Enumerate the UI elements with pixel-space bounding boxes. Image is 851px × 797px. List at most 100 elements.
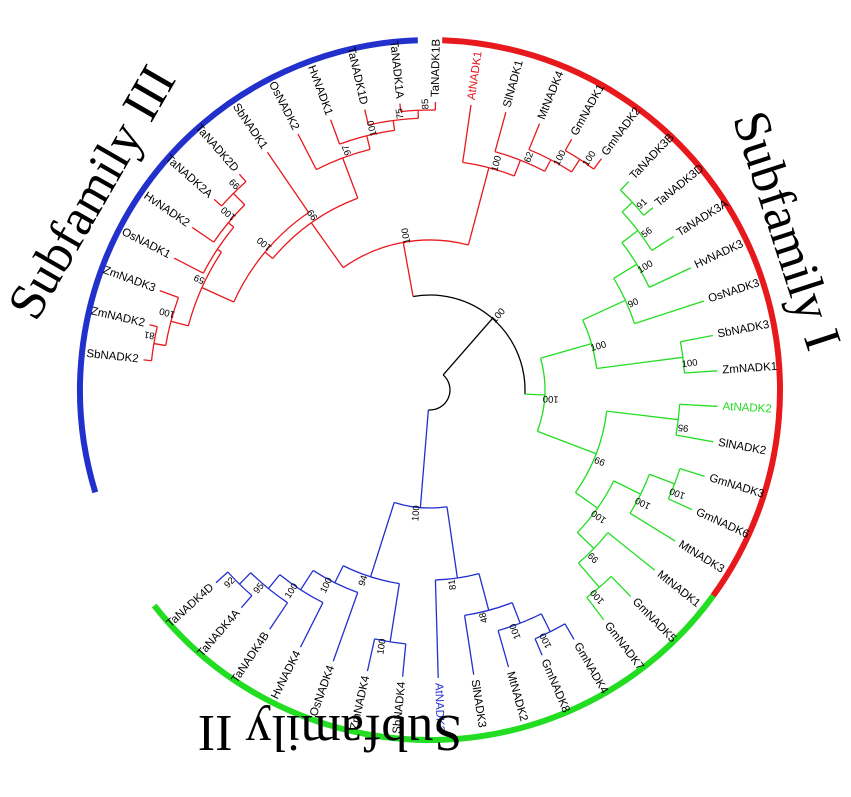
subfamily-I-arc [442,37,783,598]
bootstrap-value: 100 [538,631,555,650]
branch-line [651,236,675,252]
branch-line [582,299,626,321]
branch-line [402,242,414,297]
tree-branches [143,102,718,678]
branch-line [446,506,459,579]
branch-line [634,300,705,325]
branch-arc [578,532,609,564]
leaf-label: TaNADK3A [675,198,731,239]
branch-line [610,575,632,597]
branch-line [524,393,545,396]
branch-line [269,602,289,630]
bootstrap-value: 100 [633,494,652,511]
leaf-label: OsNADK2 [266,80,301,133]
bootstrap-value: 100 [400,227,414,245]
branch-line [648,267,692,288]
branch-line [143,359,152,362]
bootstrap-value: 99 [227,176,242,191]
bootstrap-value: 100 [283,581,301,600]
branch-line [571,159,581,173]
branch-arc [629,473,650,514]
bootstrap-value: 85 [420,99,431,110]
leaf-label: AtNADK3 [432,683,445,733]
leaf-label: SlNADK1 [501,59,525,109]
leaf-label: ZmNADK2 [90,305,146,329]
bootstrap-value: 95 [677,421,689,433]
bootstrap-value: 92 [222,575,237,590]
bootstrap-value: 97 [340,143,354,157]
leaf-label: TaNADK1B [430,38,443,97]
branch-line [401,643,407,677]
leaf-label: OsNADK3 [707,277,761,305]
leaf-label: ZmNADK3 [101,264,157,294]
bootstrap-value: 95 [251,581,266,596]
subfamily-II-arc [151,593,716,743]
branch-line [170,320,189,327]
leaf-label: MtNADK2 [504,670,529,722]
branch-arc [342,565,400,585]
bootstrap-value: 75 [394,108,406,120]
branch-line [586,597,605,621]
leaf-label: HvNADK4 [269,648,304,701]
leaf-label: HvNADK2 [141,190,191,229]
branch-line [537,430,597,455]
leaf-label: GmNADK2 [600,105,644,158]
branch-line [613,263,638,279]
branch-line [342,157,359,199]
branch-line [300,570,314,591]
bootstrap-value: 100 [489,306,508,325]
branch-line [675,434,714,443]
leaf-label: SbNADK3 [717,319,771,341]
branch-line [528,123,541,150]
branch-line [575,492,598,509]
branch-line [606,410,679,421]
leaf-label: TaNADK2D [193,122,241,174]
bootstrap-value: 100 [255,234,274,253]
branch-line [159,290,179,299]
branch-line [216,248,222,253]
bootstrap-value: 100 [589,507,608,525]
branch-line [267,574,281,589]
branch-line [299,602,324,648]
leaf-labels: SbNADK2ZmNADK2ZmNADK3OsNADK1HvNADK2TaNAD… [86,38,778,734]
leaf-label: OsNADK1 [120,226,173,261]
branch-line [684,370,718,374]
branch-line [629,512,676,542]
subfamily-arcs [77,37,783,743]
leaf-label: SbNADK2 [86,348,139,365]
leaf-label: MtNADK4 [536,69,567,121]
leaf-label: MtNADK1 [655,569,702,610]
leaf-label: TaNADK4D [165,582,217,630]
leaf-label: TaNADK1A [387,40,405,99]
bootstrap-value: 100 [375,638,388,655]
branch-line [593,158,603,170]
branch-line [213,198,223,207]
leaf-label: SbNADK1 [230,101,269,151]
branch-line [399,103,402,112]
branch-line [679,403,718,408]
bootstrap-value: 100 [681,357,698,370]
branch-line [513,159,522,177]
branch-line [297,133,317,170]
leaf-label: HvNADK3 [693,238,746,271]
bootstrap-value: 100 [668,485,687,501]
bootstrap-values: 8110099100591008575100979910010062100100… [143,99,698,656]
leaf-label: TaNADK4A [196,607,243,659]
leaf-label: SlNADK3 [468,679,487,729]
leaf-label: GmNADK4 [571,641,610,697]
bootstrap-value: 90 [626,296,640,310]
branch-line [621,229,639,244]
bootstrap-value: 91 [635,197,650,212]
bootstrap-value: 100 [365,119,380,137]
branch-line [497,630,510,668]
subfamily-II-label: Subfamily II [198,704,462,761]
bootstrap-value: 48 [477,611,490,624]
branch-line [364,109,370,126]
branch-line [649,473,675,485]
branch-line [607,532,656,571]
leaf-label: TaNADK1D [344,46,369,106]
leaf-label: AtNADK2 [722,401,772,416]
branch-line [564,138,573,151]
branch-line [239,572,252,585]
branch-line [153,342,166,347]
